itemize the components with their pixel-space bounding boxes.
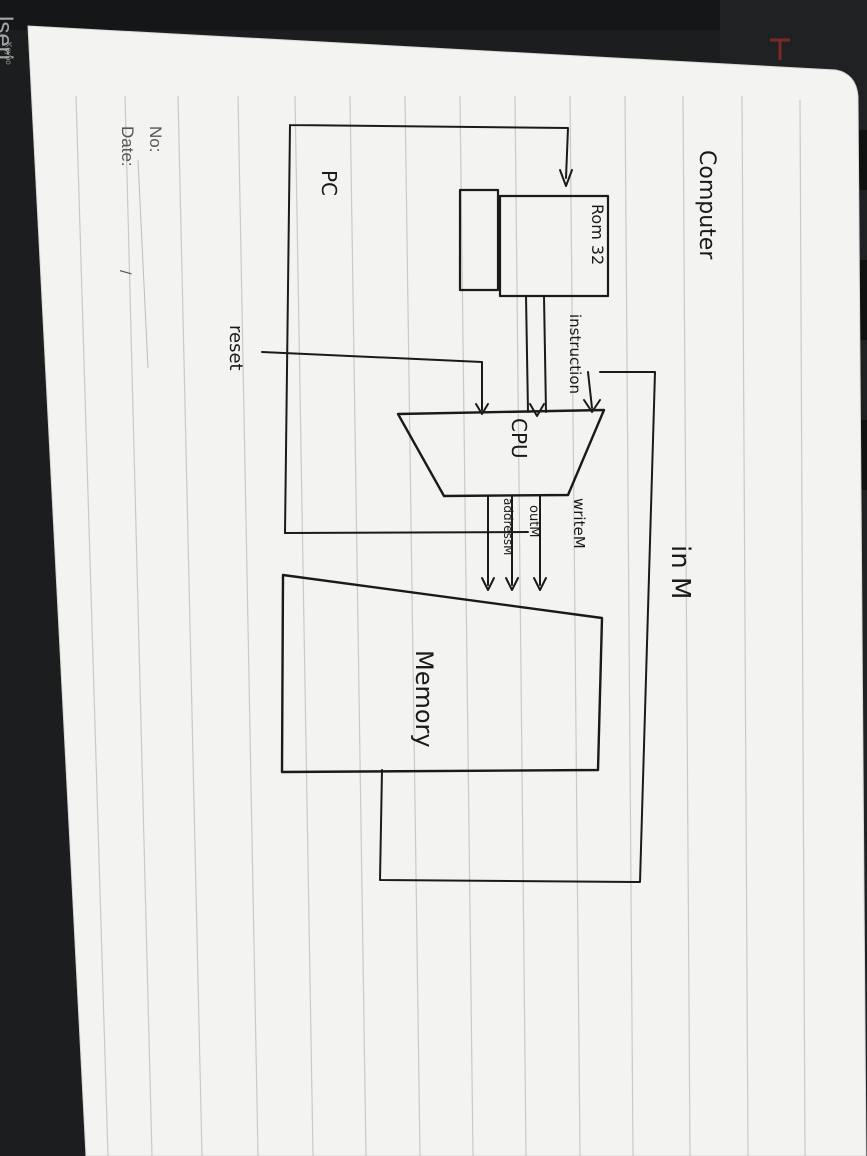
computer-diagram: Computer Rom 32 PC reset instruction in … xyxy=(225,124,719,883)
cpu-to-pc-wire xyxy=(284,531,529,534)
rom-label: Rom 32 xyxy=(588,204,607,265)
cpu-label: CPU xyxy=(507,418,531,459)
in-m-arrow xyxy=(583,399,601,413)
no-underline xyxy=(137,159,149,369)
notebook-page xyxy=(27,25,867,1156)
date-label: Date: xyxy=(118,126,137,167)
address-m-label: addressM xyxy=(501,498,515,556)
address-m-arrow xyxy=(481,577,495,591)
write-m-arrow xyxy=(533,577,547,591)
pc-to-rom-wire xyxy=(284,124,569,534)
in-m-label: in M xyxy=(665,545,695,599)
instruction-wire xyxy=(525,295,547,413)
rom-box xyxy=(498,194,610,298)
instruction-label: instruction xyxy=(566,314,584,394)
memory-box xyxy=(280,573,604,774)
pc-to-rom-arrow xyxy=(559,169,573,187)
diagram-title: Computer xyxy=(694,150,719,260)
pc-label: PC xyxy=(317,170,341,196)
ruled-lines xyxy=(75,95,806,1156)
date-separator: / xyxy=(116,270,133,275)
keyboard-text-large: lseri xyxy=(0,16,17,60)
instruction-arrow xyxy=(529,403,545,417)
memory-label: Memory xyxy=(410,650,438,748)
reset-arrow xyxy=(475,403,489,415)
write-m-label: writeM xyxy=(570,498,588,549)
reset-wire xyxy=(261,351,483,411)
out-m-arrow xyxy=(505,577,519,591)
keyboard-text-small: Keybo xyxy=(4,42,13,65)
reset-label: reset xyxy=(225,325,246,371)
no-label: No: xyxy=(146,126,165,152)
out-m-label: outM xyxy=(526,505,541,538)
pc-register-box xyxy=(458,188,500,292)
cpu-block xyxy=(396,408,606,498)
in-m-top-wire xyxy=(587,371,593,409)
in-m-wire xyxy=(379,371,656,883)
